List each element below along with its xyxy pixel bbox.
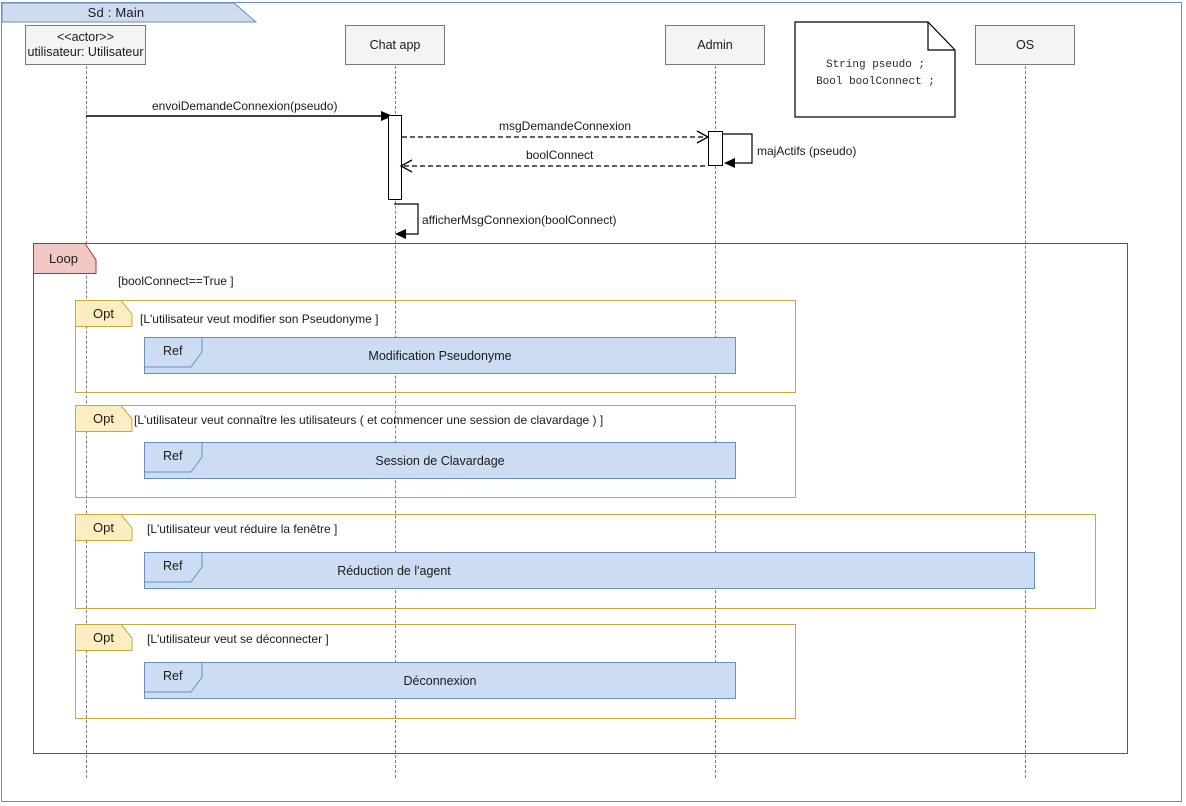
- fragment-opt-2-tab: [75, 405, 133, 432]
- ref-box-3-title: Réduction de l'agent: [337, 564, 451, 578]
- activation-bar-admin: [708, 131, 723, 166]
- ref-box-3[interactable]: [144, 552, 1036, 590]
- sd-frame-title: Sd : Main: [87, 5, 145, 20]
- lifeline-stereotype-utilisateur: <<actor>>: [57, 30, 114, 44]
- fragment-opt-4-guard: [L'utilisateur veut se déconnecter ]: [147, 632, 329, 646]
- lifeline-name-os: OS: [1015, 37, 1035, 52]
- ref-box-2-tab-label: Ref: [163, 449, 183, 463]
- lifeline-name-admin: Admin: [697, 37, 733, 52]
- message-label-afficherMsgConnexion: afficherMsgConnexion(boolConnect): [422, 213, 617, 227]
- ref-box-4-title: Déconnexion: [403, 674, 477, 688]
- lifeline-head-os[interactable]: OS: [975, 25, 1075, 65]
- fragment-opt-2: [75, 405, 796, 498]
- ref-box-2[interactable]: [144, 442, 737, 480]
- fragment-opt-3-tab: [75, 514, 133, 541]
- ref-box-3-tab-label: Ref: [163, 559, 183, 573]
- fragment-opt-3-label: Opt: [93, 520, 114, 535]
- lifeline-head-utilisateur[interactable]: <<actor>> utilisateur: Utilisateur: [25, 25, 146, 65]
- fragment-opt-3-guard: [L'utilisateur veut réduire la fenêtre ]: [147, 522, 338, 536]
- fragment-opt-1-guard: [L'utilisateur veut modifier son Pseudon…: [140, 312, 379, 326]
- fragment-loop: [33, 243, 1128, 754]
- message-label-msgDemandeConnexion: msgDemandeConnexion: [499, 119, 632, 133]
- message-label-boolConnect: boolConnect: [526, 148, 594, 162]
- fragment-loop-label: Loop: [49, 251, 78, 266]
- ref-box-2-title: Session de Clavardage: [375, 454, 505, 468]
- self-message-majActifs-arrow: [722, 133, 753, 168]
- lifeline-name-utilisateur: utilisateur: Utilisateur: [27, 45, 144, 59]
- message-boolConnect-arrow: [399, 159, 708, 173]
- fragment-opt-2-label: Opt: [93, 411, 114, 426]
- message-envoiDemandeConnexion-arrow: [86, 111, 393, 121]
- ref-box-1-tab-label: Ref: [163, 344, 183, 358]
- lifeline-os: [1025, 66, 1026, 778]
- sd-frame-tab: [2, 3, 257, 23]
- message-label-majActifs: majActifs (pseudo): [757, 144, 857, 158]
- self-message-afficherMsgConnexion-arrow: [394, 203, 419, 239]
- ref-box-4[interactable]: [144, 662, 737, 700]
- ref-box-1-title: Modification Pseudonyme: [368, 349, 512, 363]
- ref-box-1[interactable]: [144, 337, 737, 375]
- fragment-opt-1-label: Opt: [93, 306, 114, 321]
- note-text: String pseudo ; Bool boolConnect ;: [816, 59, 935, 88]
- fragment-loop-tab: [33, 243, 97, 274]
- message-label-envoiDemandeConnexion: envoiDemandeConnexion(pseudo): [152, 99, 338, 113]
- activation-bar-chatapp: [388, 115, 402, 200]
- ref-box-4-tab-label: Ref: [163, 669, 183, 683]
- fragment-opt-1-tab: [75, 300, 133, 327]
- lifeline-head-admin[interactable]: Admin: [665, 25, 765, 65]
- fragment-opt-4-tab: [75, 624, 133, 651]
- lifeline-head-chatapp[interactable]: Chat app: [345, 25, 445, 65]
- lifeline-admin: [715, 66, 716, 778]
- fragment-opt-3: [75, 514, 1096, 609]
- lifeline-name-chatapp: Chat app: [369, 37, 421, 52]
- fragment-opt-2-guard: [L'utilisateur veut connaître les utilis…: [134, 413, 604, 427]
- fragment-loop-guard: [boolConnect==True ]: [118, 274, 234, 288]
- fragment-opt-4: [75, 624, 796, 719]
- lifeline-chatapp: [395, 66, 396, 778]
- note-shape: [794, 21, 956, 118]
- fragment-opt-4-label: Opt: [93, 630, 114, 645]
- fragment-opt-1: [75, 300, 796, 393]
